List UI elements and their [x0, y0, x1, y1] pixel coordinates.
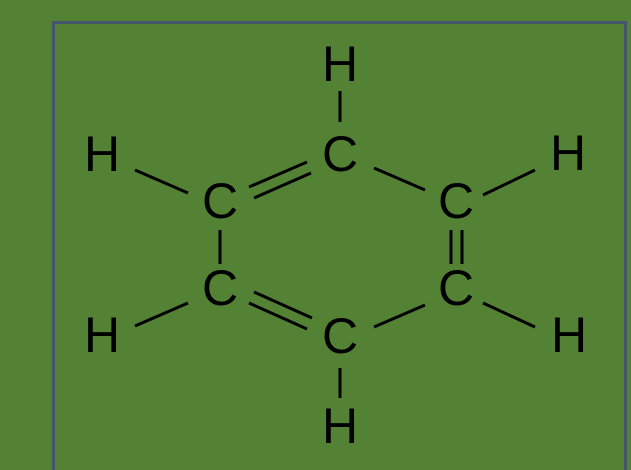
- atom-h-lower-left: H: [84, 307, 120, 363]
- bond-top-upper-right: [373, 166, 426, 192]
- atom-c-lower-right: C: [438, 260, 474, 316]
- bond-upper-right-h: [482, 168, 536, 197]
- bond-upper-left-double-2: [253, 171, 312, 200]
- atom-c-upper-left: C: [202, 173, 238, 229]
- atom-h-upper-right: H: [550, 125, 586, 181]
- bond-lower-left-double-1: [248, 301, 308, 331]
- atom-h-lower-right: H: [551, 307, 587, 363]
- bond-bottom-lower-right: [373, 303, 426, 329]
- bond-lower-left-h: [134, 301, 189, 328]
- atom-c-bottom: C: [322, 308, 358, 364]
- bond-upper-left-double-1: [248, 160, 308, 189]
- bond-upper-left-h: [134, 168, 189, 195]
- bond-lower-left-double-2: [253, 290, 313, 320]
- bond-lower-right-h: [482, 301, 536, 329]
- atom-c-upper-right: C: [438, 173, 474, 229]
- atom-h-bottom: H: [322, 398, 358, 454]
- atom-c-top: C: [322, 126, 358, 182]
- atom-c-lower-left: C: [202, 260, 238, 316]
- atom-h-top: H: [322, 36, 358, 92]
- atom-h-upper-left: H: [84, 126, 120, 182]
